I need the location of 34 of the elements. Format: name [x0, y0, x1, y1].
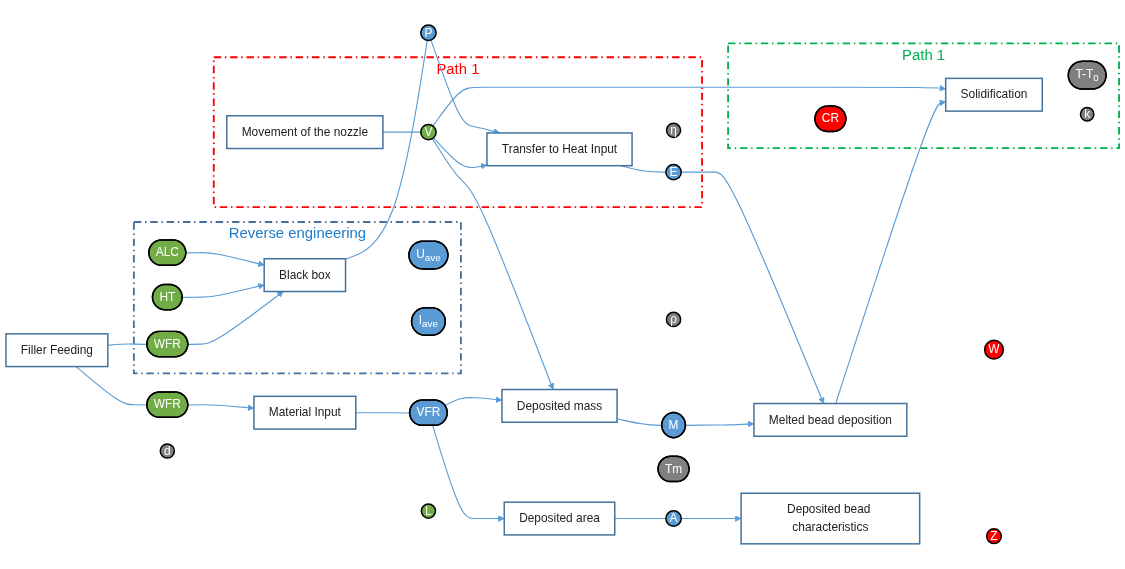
- arrow: [432, 425, 505, 522]
- node-box: Melted bead deposition: [753, 402, 908, 437]
- node-box: Material Input: [253, 395, 357, 430]
- arrow: [835, 99, 946, 405]
- node-box: Solidification: [944, 77, 1044, 112]
- node-circle: ρ: [665, 311, 682, 328]
- node-circle: W: [983, 339, 1005, 360]
- arrow: [680, 515, 742, 522]
- node-circle: η: [665, 122, 682, 139]
- node-box: Filler Feeding: [5, 333, 109, 368]
- arrow: [185, 252, 265, 267]
- node-box: Movement of the nozzle: [226, 115, 384, 150]
- node-circle: Z: [985, 528, 1003, 545]
- arrow: [432, 84, 946, 127]
- arrow: [433, 137, 488, 170]
- node-box: Deposited mass: [501, 388, 618, 423]
- arrow: [680, 171, 825, 404]
- node-circle: V: [420, 123, 437, 141]
- arrow: [431, 138, 555, 390]
- node-circle: P: [420, 24, 437, 42]
- arrow: [187, 291, 284, 345]
- node-box: Deposited area: [503, 501, 616, 536]
- node-circle: k: [1079, 106, 1095, 122]
- connector: [345, 39, 428, 260]
- connector: [382, 131, 422, 133]
- connector: [614, 518, 667, 520]
- connector: [107, 343, 148, 346]
- node-box: Black box: [263, 258, 347, 293]
- node-circle: d: [159, 443, 176, 459]
- node-circle: E: [665, 163, 682, 181]
- node-circle: L: [420, 503, 437, 519]
- node-box: Deposited bead characteristics: [740, 492, 921, 545]
- node-circle: A: [665, 510, 682, 527]
- node-box: Transfer to Heat Input: [486, 132, 633, 167]
